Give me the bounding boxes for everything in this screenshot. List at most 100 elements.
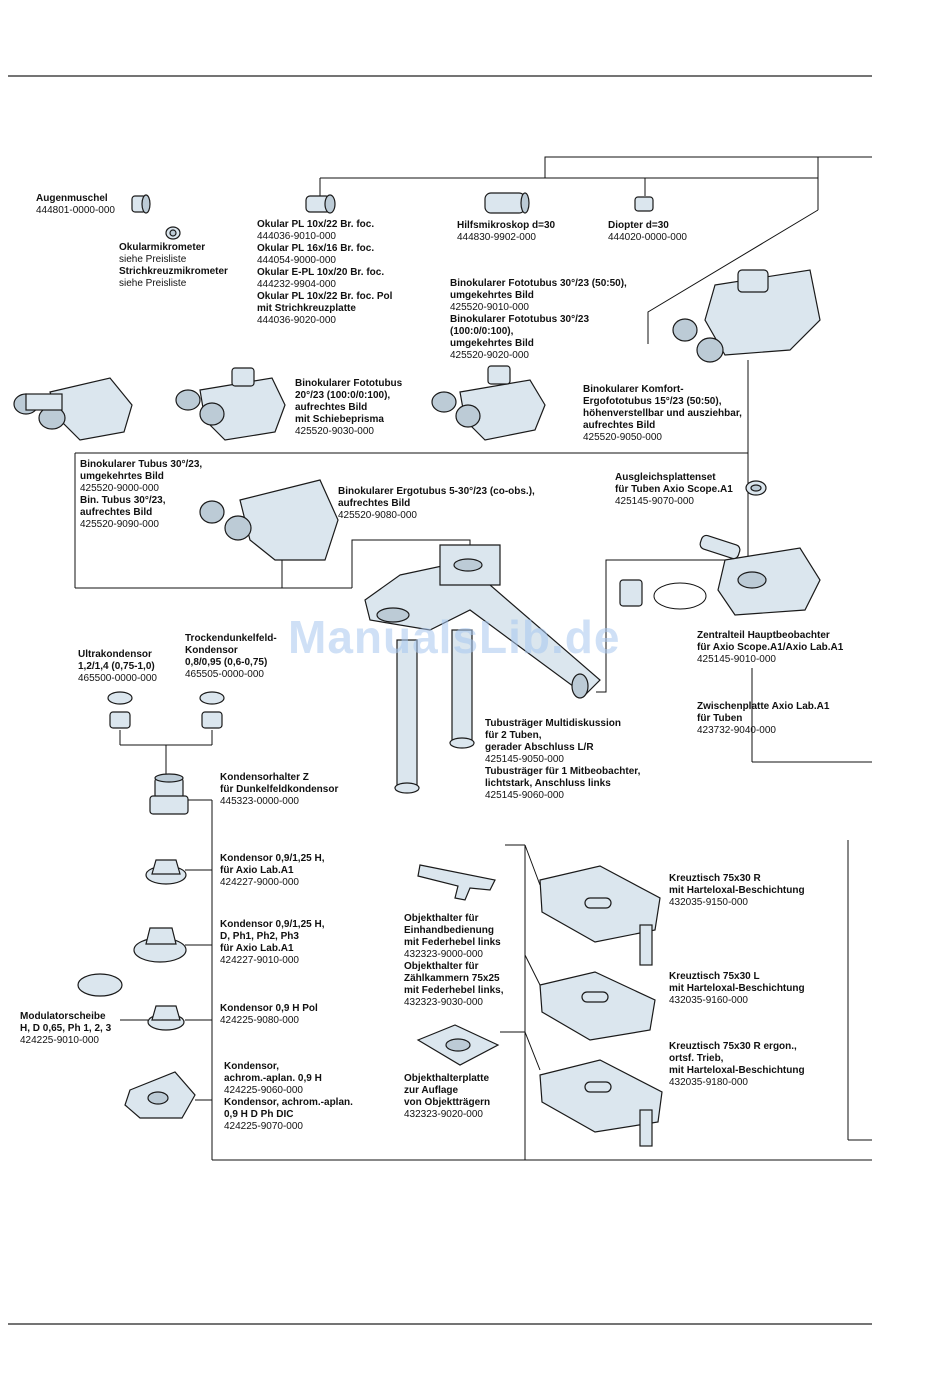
label-number-line: 425520-9050-000 [583,432,662,443]
condenser-holder-drawing [149,773,189,815]
label-title-line: für Axio Lab.A1 [220,865,294,876]
label-number-line: 444801-0000-000 [36,205,115,216]
label-title-line: Objekthalter für [404,913,479,924]
label-title-line: aufrechtes Bild [295,402,368,413]
label-title-line: Binokularer Komfort- [583,384,684,395]
label-title-line: 0,8/0,95 (0,6-0,75) [185,657,268,668]
label-phototube-inverted: Binokularer Fototubus 30°/23 (50:50),umg… [450,278,627,362]
central-part-drawing [619,534,821,616]
binocular-tube-30-drawing [13,377,133,441]
label-title-line: mit Harteloxal-Beschichtung [669,983,805,994]
stage-r-drawing [539,865,661,966]
connector-lines [74,156,872,1161]
label-title-line: Kreuztisch 75x30 L [669,971,760,982]
label-title-line: zur Auflage [404,1085,459,1096]
label-title-line: 20°/23 (100:0/0:100), [295,390,391,401]
label-title-line: mit Harteloxal-Beschichtung [669,1065,805,1076]
label-title-line: Hilfsmikroskop d=30 [457,220,556,231]
label-number-line: 425145-9070-000 [615,496,694,507]
label-number-line: 444830-9902-000 [457,232,536,243]
label-number-line: 425520-9000-000 [80,483,159,494]
label-number-line: 425520-9020-000 [450,350,529,361]
label-title-line: Kondensor, achrom.-aplan. [224,1097,353,1108]
label-title-line: Binokularer Fototubus 30°/23 (50:50), [450,278,627,289]
label-number-line: 425520-9080-000 [338,510,417,521]
label-title-line: Bin. Tubus 30°/23, [80,495,166,506]
label-title-line: 1,2/1,4 (0,75-1,0) [78,661,155,672]
label-title-line: Ausgleichsplattenset [615,472,716,483]
condenser-pol-drawing [147,1005,185,1031]
label-title-line: Kondensor 0,9/1,25 H, [220,853,325,864]
label-number-line: 465500-0000-000 [78,673,157,684]
label-binocular-tube-30: Binokularer Tubus 30°/23,umgekehrtes Bil… [80,459,202,531]
label-number-line: siehe Preisliste [119,254,187,265]
specimen-holder-drawing [417,864,496,901]
label-number-line: 424227-9010-000 [220,955,299,966]
label-number-line: 425520-9030-000 [295,426,374,437]
label-number-line: 424225-9060-000 [224,1085,303,1096]
label-title-line: Kreuztisch 75x30 R [669,873,761,884]
label-title-line: ortsf. Trieb, [669,1053,724,1064]
label-title-line: Diopter d=30 [608,220,669,231]
label-title-line: Okular E-PL 10x/20 Br. foc. [257,267,385,278]
ultra-condenser-drawing [107,691,133,729]
label-number-line: 425145-9050-000 [485,754,564,765]
watermark: ManualsLib.de [288,611,621,663]
label-title-line: mit Schiebeprisma [295,414,384,425]
label-number-line: 444020-0000-000 [608,232,687,243]
label-number-line: 432323-9030-000 [404,997,483,1008]
label-number-line: 444232-9904-000 [257,279,336,290]
label-title-line: Zwischenplatte Axio Lab.A1 [697,701,830,712]
condenser-phase-drawing [133,927,187,963]
label-title-line: aufrechtes Bild [338,498,411,509]
label-number-line: 424225-9070-000 [224,1121,303,1132]
label-number-line: 424225-9010-000 [20,1035,99,1046]
label-title-line: umgekehrtes Bild [450,338,534,349]
label-title-line: Kreuztisch 75x30 R ergon., [669,1041,797,1052]
label-title-line: Kondensorhalter Z [220,772,309,783]
label-title-line: für Dunkelfeldkondensor [220,784,339,795]
label-title-line: (100:0/0:100), [450,326,514,337]
label-number-line: 444036-9010-000 [257,231,336,242]
label-title-line: Okular PL 10x/22 Br. foc. [257,219,375,230]
label-title-line: umgekehrtes Bild [450,290,534,301]
label-number-line: 424225-9080-000 [220,1015,299,1026]
label-number-line: 432323-9020-000 [404,1109,483,1120]
label-title-line: Binokularer Tubus 30°/23, [80,459,203,470]
condenser-lab-drawing [145,859,187,885]
label-title-line: aufrechtes Bild [583,420,656,431]
label-title-line: Kondensor [185,645,238,656]
label-title-line: Okular PL 10x/22 Br. foc. Pol [257,291,393,302]
label-title-line: umgekehrtes Bild [80,471,164,482]
label-title-line: D, Ph1, Ph2, Ph3 [220,931,299,942]
diopter-drawing [634,196,654,212]
label-title-line: Objekthalter für [404,961,479,972]
compensation-plate-drawing [745,480,767,496]
label-number-line: 432035-9160-000 [669,995,748,1006]
stage-l-drawing [539,971,656,1041]
tube-carrier-drawing [364,544,601,794]
label-title-line: höhenverstellbar und ausziehbar, [583,408,742,419]
label-title-line: Okularmikrometer [119,242,206,253]
ergotube-drawing [199,479,339,561]
label-number-line: 432035-9180-000 [669,1077,748,1088]
comfort-ergo-phototube-drawing [672,269,821,363]
label-title-line: gerader Abschluss L/R [485,742,594,753]
label-number-line: 444036-9020-000 [257,315,336,326]
label-title-line: mit Federhebel links, [404,985,504,996]
phototube-20-drawing [175,367,286,441]
label-comfort-ergo-phototube: Binokularer Komfort-Ergofototubus 15°/23… [583,384,742,444]
